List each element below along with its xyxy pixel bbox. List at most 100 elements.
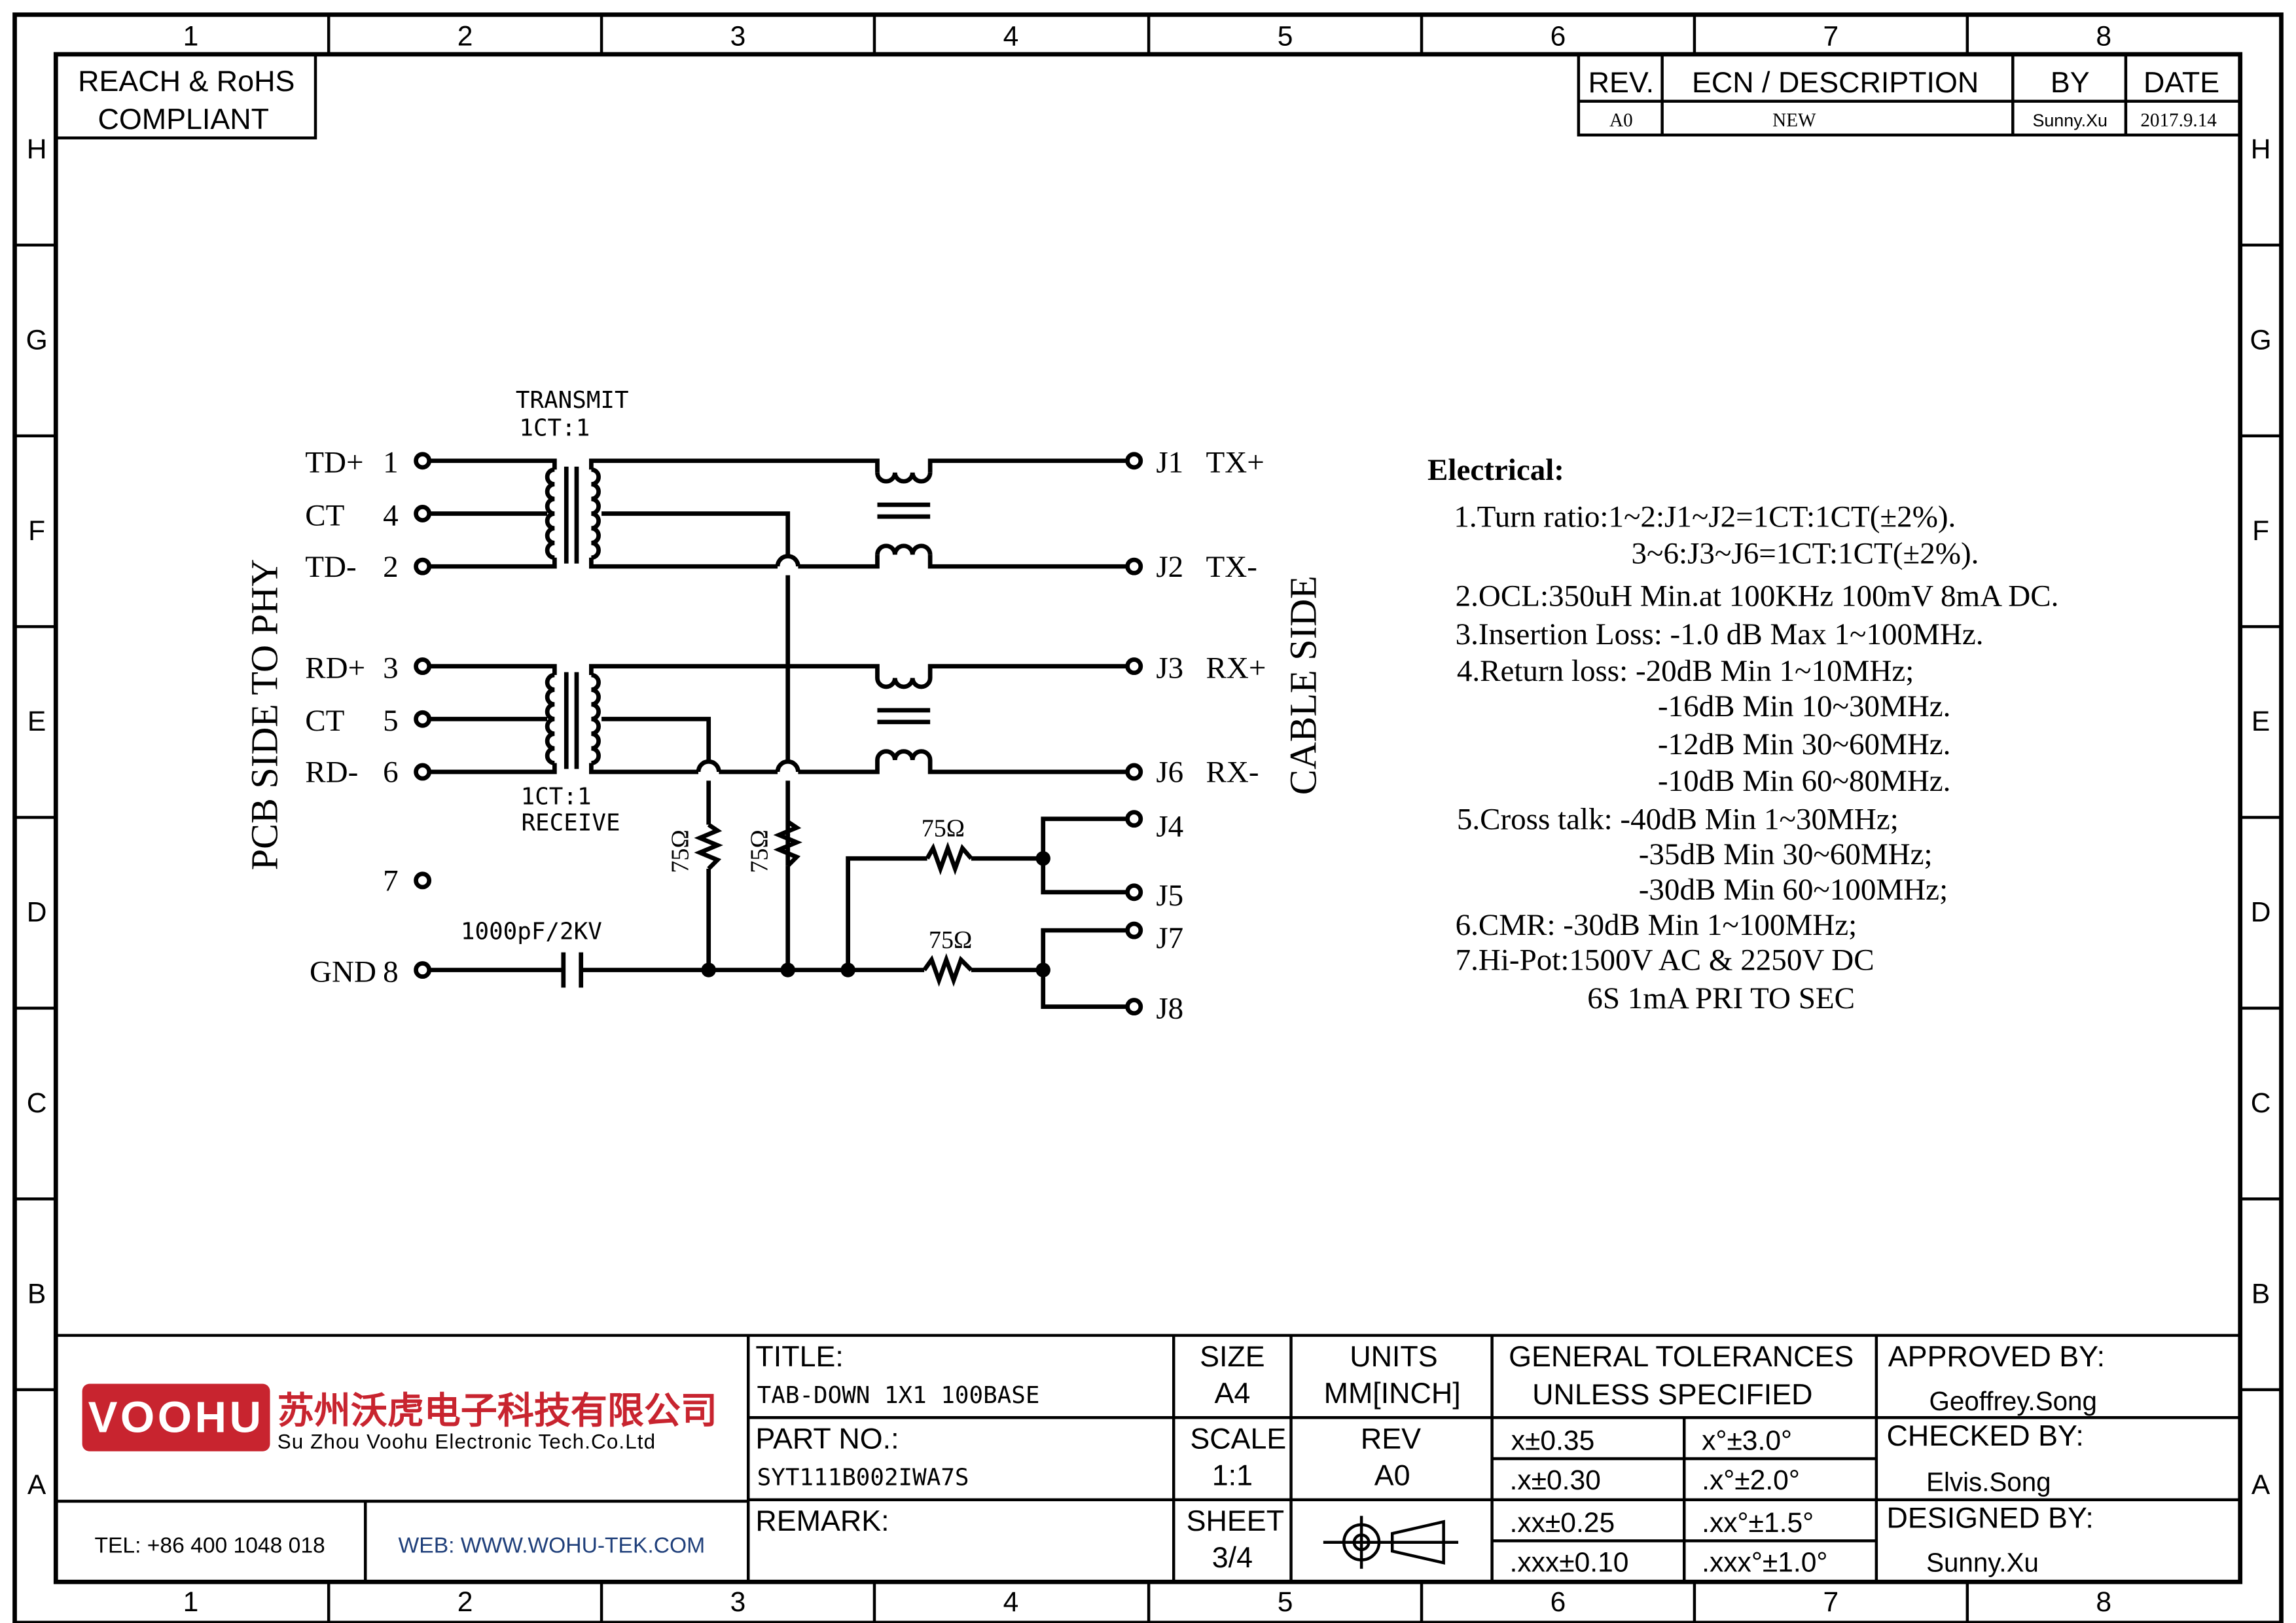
spec-line-2: 3~6:J3~J6=1CT:1CT(±2%). xyxy=(1632,537,1979,571)
jack-name-tx-minus: TX- xyxy=(1206,550,1257,584)
units-label: UNITS xyxy=(1350,1340,1437,1373)
pin-name-td-minus: TD- xyxy=(305,550,356,584)
side-label-cable: CABLE SIDE xyxy=(1282,575,1325,795)
row-label-left-g: G xyxy=(26,324,48,356)
col-label-bottom-3: 3 xyxy=(730,1586,746,1618)
revision-table: REV. ECN / DESCRIPTION BY DATE A0 NEW Su… xyxy=(1577,52,2242,137)
checked-by-value: Elvis.Song xyxy=(1926,1467,2051,1497)
capacitor-label: 1000pF/2KV xyxy=(461,919,602,945)
sheet-value: 3/4 xyxy=(1212,1541,1253,1574)
pin-num-7: 7 xyxy=(383,864,399,898)
jack-num-j7: J7 xyxy=(1156,921,1183,955)
spec-line-4: 3.Insertion Loss: -1.0 dB Max 1~100MHz. xyxy=(1456,617,1984,651)
pin-num-5: 5 xyxy=(383,704,399,738)
projection-symbol xyxy=(1323,1516,1459,1569)
row-label-right-f: F xyxy=(2252,515,2269,547)
title-value: TAB-DOWN 1X1 100BASE xyxy=(757,1382,1040,1409)
title-block: VOOHU 苏州沃虎电子科技有限公司 Su Zhou Voohu Electro… xyxy=(56,1334,2240,1582)
logo-text: VOOHU xyxy=(88,1393,264,1442)
row-label-left-f: F xyxy=(28,515,45,547)
row-label-right-e: E xyxy=(2251,706,2270,737)
tolerance-linear-0: x±0.35 xyxy=(1511,1425,1595,1457)
designed-by-label: DESIGNED BY: xyxy=(1887,1501,2094,1534)
compliance-line-1: REACH & RoHS xyxy=(78,65,295,98)
sheet-label: SHEET xyxy=(1187,1504,1284,1537)
col-label-bottom-1: 1 xyxy=(183,1586,199,1618)
rev-header-ecn: ECN / DESCRIPTION xyxy=(1692,66,1979,99)
schematic: PCB SIDE TO PHY CABLE SIDE TRANSMIT 1CT:… xyxy=(243,387,1325,1025)
col-label-bottom-7: 7 xyxy=(1823,1586,1839,1618)
rev-label: REV xyxy=(1361,1422,1421,1455)
row-label-left-h: H xyxy=(27,134,47,165)
spec-line-3: 2.OCL:350uH Min.at 100KHz 100mV 8mA DC. xyxy=(1456,579,2059,613)
jack-num-j6: J6 xyxy=(1156,756,1183,790)
row-label-right-g: G xyxy=(2250,324,2272,356)
col-label-bottom-6: 6 xyxy=(1551,1586,1566,1618)
transmit-ratio: 1CT:1 xyxy=(519,415,590,442)
row-label-left-a: A xyxy=(27,1469,46,1501)
spec-line-8: -10dB Min 60~80MHz. xyxy=(1658,764,1951,798)
pin-num-2: 2 xyxy=(383,550,399,584)
electrical-specs: Electrical: 1.Turn ratio:1~2:J1~J2=1CT:1… xyxy=(1427,453,2058,1015)
pin-name-ct-rx: CT xyxy=(305,704,344,738)
jack-num-j2: J2 xyxy=(1156,550,1183,584)
capacitor xyxy=(561,952,584,988)
pin-num-4: 4 xyxy=(383,498,399,532)
jack-name-tx-plus: TX+ xyxy=(1206,446,1265,480)
part-number-value: SYT111B002IWA7S xyxy=(757,1464,969,1491)
col-label-top-6: 6 xyxy=(1551,20,1566,52)
col-label-top-2: 2 xyxy=(457,20,473,52)
pin-name-rd-plus: RD+ xyxy=(305,651,365,685)
pin-name-gnd: GND xyxy=(310,955,376,989)
col-label-bottom-5: 5 xyxy=(1278,1586,1293,1618)
rev-header-by: BY xyxy=(2051,66,2090,99)
tolerance-linear-1: .x±0.30 xyxy=(1510,1465,1601,1496)
col-label-bottom-2: 2 xyxy=(457,1586,473,1618)
tolerance-linear-3: .xxx±0.10 xyxy=(1510,1547,1629,1578)
row-label-left-c: C xyxy=(27,1087,47,1119)
electrical-title: Electrical: xyxy=(1427,453,1564,487)
col-label-top-4: 4 xyxy=(1003,20,1019,52)
jack-num-j4: J4 xyxy=(1156,810,1183,844)
schematic-wires xyxy=(428,458,1127,1009)
resistors xyxy=(694,820,973,987)
jack-num-j8: J8 xyxy=(1156,992,1183,1026)
side-label-pcb: PCB SIDE TO PHY xyxy=(243,559,286,870)
col-label-top-7: 7 xyxy=(1823,20,1839,52)
col-label-top-3: 3 xyxy=(730,20,746,52)
rev-header-date: DATE xyxy=(2144,66,2219,99)
row-label-left-d: D xyxy=(27,897,47,928)
spec-line-10: -35dB Min 30~60MHz; xyxy=(1639,837,1933,871)
jack-num-j5: J5 xyxy=(1156,879,1183,913)
rev-cell-rev: A0 xyxy=(1609,110,1633,131)
compliance-line-2: COMPLIANT xyxy=(98,103,269,136)
crossing-bridges xyxy=(696,554,800,781)
company-tel: TEL: +86 400 1048 018 xyxy=(94,1533,325,1558)
approved-by-value: Geoffrey.Song xyxy=(1929,1386,2097,1416)
pin-terminals xyxy=(414,452,1143,1016)
jack-num-j1: J1 xyxy=(1156,446,1183,480)
row-label-right-b: B xyxy=(2251,1278,2270,1309)
compliance-box: REACH & RoHS COMPLIANT xyxy=(54,52,317,139)
receive-label: RECEIVE xyxy=(521,810,620,837)
spec-line-12: 6.CMR: -30dB Min 1~100MHz; xyxy=(1456,908,1857,942)
tolerance-title-1: GENERAL TOLERANCES xyxy=(1509,1340,1854,1373)
col-label-bottom-4: 4 xyxy=(1003,1586,1019,1618)
tolerance-linear-2: .xx±0.25 xyxy=(1510,1507,1615,1539)
junction-dots xyxy=(701,851,1050,977)
pin-num-1: 1 xyxy=(383,446,399,480)
row-label-right-c: C xyxy=(2251,1087,2271,1119)
rev-cell-date: 2017.9.14 xyxy=(2140,110,2217,131)
row-label-right-a: A xyxy=(2251,1469,2270,1501)
spec-line-6: -16dB Min 10~30MHz. xyxy=(1658,689,1951,723)
company-logo: VOOHU xyxy=(82,1383,270,1451)
pin-name-rd-minus: RD- xyxy=(305,756,358,790)
rev-cell-description: NEW xyxy=(1772,110,1816,131)
tolerance-angular-1: .x°±2.0° xyxy=(1702,1465,1800,1496)
col-label-top-5: 5 xyxy=(1278,20,1293,52)
spec-line-9: 5.Cross talk: -40dB Min 1~30MHz; xyxy=(1457,802,1899,836)
units-value: MM[INCH] xyxy=(1324,1377,1461,1410)
col-label-bottom-8: 8 xyxy=(2096,1586,2111,1618)
tolerance-angular-2: .xx°±1.5° xyxy=(1702,1507,1814,1539)
pin-num-8: 8 xyxy=(383,955,399,989)
